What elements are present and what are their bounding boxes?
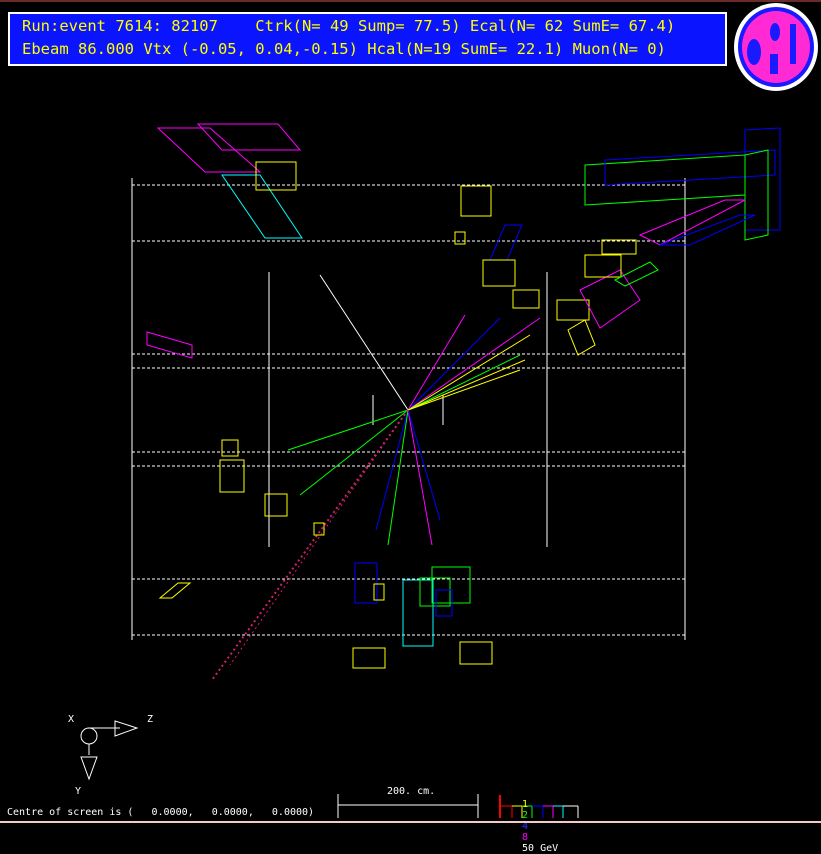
z-axis-arrow-icon <box>114 720 139 737</box>
bottom-border <box>0 821 821 823</box>
y-axis-arrow-icon <box>80 756 98 781</box>
calorimeter-clusters <box>146 123 781 669</box>
axis-label-z: Z <box>147 714 154 725</box>
energy-scale-bar <box>499 795 579 818</box>
opal-logo <box>734 3 818 91</box>
event-display <box>80 123 781 818</box>
scale-bar <box>337 794 479 818</box>
top-border <box>0 0 821 2</box>
axis-gizmo <box>80 720 139 781</box>
axis-label-y: Y <box>75 786 82 797</box>
energy-legend-50: 50 GeV <box>522 843 559 854</box>
scale-label: 200. cm. <box>387 786 436 797</box>
energy-legend-2: 2 <box>522 810 529 821</box>
energy-legend-8: 8 <box>522 832 529 843</box>
event-info-line-1: Run:event 7614: 82107 Ctrk(N= 49 Sump= 7… <box>22 17 676 35</box>
x-axis-icon <box>80 727 98 745</box>
tracks <box>211 274 541 681</box>
event-info-panel: Run:event 7614: 82107 Ctrk(N= 49 Sump= 7… <box>8 12 727 66</box>
axis-label-x: X <box>68 714 75 725</box>
centre-of-screen-readout: Centre of screen is ( 0.0000, 0.0000, 0.… <box>7 807 315 818</box>
detector-outline <box>131 178 686 640</box>
energy-legend-1: 1 <box>522 799 529 810</box>
event-info-line-2: Ebeam 86.000 Vtx (-0.05, 0.04,-0.15) Hca… <box>22 40 666 58</box>
detector-outline-dashed <box>132 184 685 636</box>
